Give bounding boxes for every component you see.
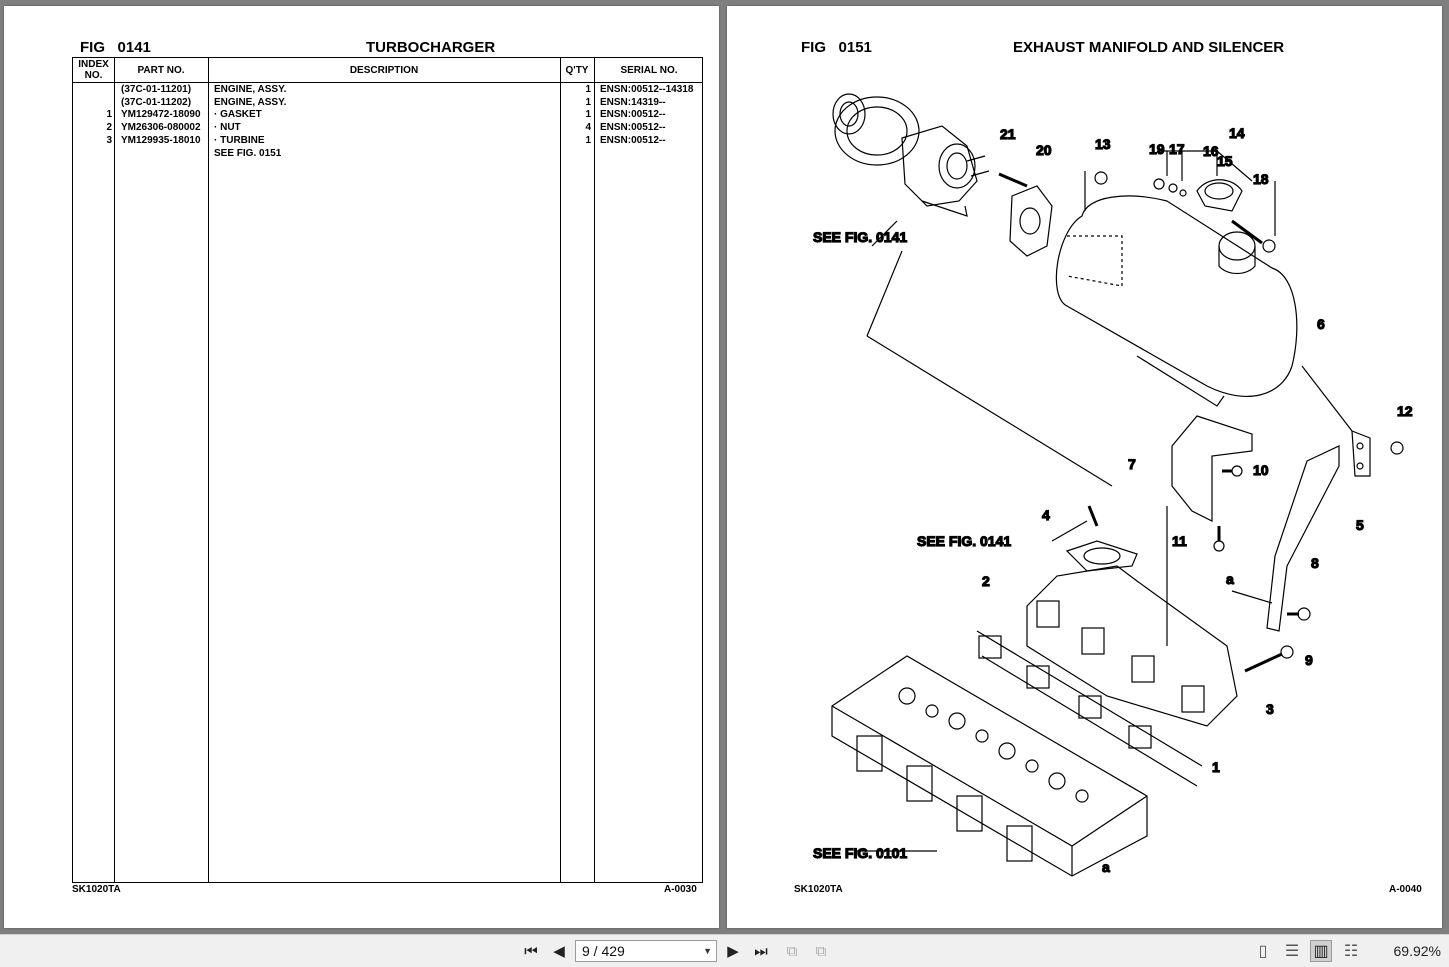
footer-model: SK1020TA [72, 884, 121, 895]
parts-table: INDEX NO. PART NO. DESCRIPTION Q'TY SERI… [72, 57, 703, 883]
footer-page-code: A-0040 [1389, 884, 1422, 895]
callout: 11 [1172, 533, 1187, 549]
callout: 18 [1253, 171, 1269, 187]
exhaust-manifold-drawing [1026, 540, 1238, 727]
table-row: 3 YM129935-18010 · TURBINE 1 ENSN:00512-… [106, 135, 666, 146]
page-number-select[interactable]: 9 / 429 ▼ [575, 940, 717, 962]
last-page-icon[interactable]: ⏭ [754, 942, 768, 960]
first-page-icon[interactable]: ⏮ [524, 942, 538, 960]
header-part-no: PART NO. [137, 65, 185, 76]
prev-page-icon[interactable]: ◀ [553, 943, 565, 960]
silencer-drawing [1055, 195, 1298, 407]
two-page-icon[interactable]: ▥ [1310, 940, 1332, 962]
fig-number: 0151 [838, 39, 872, 56]
header-serial-no: SERIAL NO. [620, 65, 678, 76]
header-index: INDEX NO. [78, 59, 109, 81]
table-row: 1 YM129472-18090 · GASKET 1 ENSN:00512-- [106, 109, 666, 120]
callout: a [1102, 859, 1110, 875]
callout: 20 [1036, 142, 1052, 158]
callout: 1 [1212, 759, 1220, 775]
see-fig-ref: SEE FIG. 0141 [813, 229, 907, 245]
page-title: TURBOCHARGER [366, 39, 496, 56]
callout: 16 [1203, 143, 1219, 159]
gasket-20 [1009, 185, 1053, 257]
fig-label: FIG 0141 [80, 39, 151, 56]
chevron-down-icon: ▼ [703, 946, 712, 956]
callout: 10 [1253, 462, 1269, 478]
table-row: 2 YM26306-080002 · NUT 4 ENSN:00512-- [106, 122, 666, 133]
table-row: (37C-01-11202) ENGINE, ASSY. 1 ENSN:1431… [121, 97, 666, 108]
fig-number: 0141 [117, 39, 151, 56]
left-page: FIG 0141 TURBOCHARGER INDEX NO. PART NO.… [4, 6, 719, 928]
footer-page-code: A-0030 [664, 884, 697, 895]
callout: 7 [1128, 456, 1136, 472]
callout: 13 [1095, 136, 1111, 152]
viewer-toolbar: ⏮ ◀ 9 / 429 ▼ ▶ ⏭ ⧉ ⧉ ▯ ☰ ▥ ☷ 69.92% [0, 934, 1449, 967]
callout: 2 [982, 573, 990, 589]
callout: 3 [1266, 701, 1274, 717]
callout: 5 [1356, 517, 1364, 533]
callout: 14 [1229, 125, 1245, 141]
header-qty: Q'TY [565, 65, 589, 76]
single-page-icon[interactable]: ▯ [1258, 943, 1268, 960]
footer-model: SK1020TA [794, 884, 843, 895]
right-page: FIG 0151 EXHAUST MANIFOLD AND SILENCER [727, 6, 1442, 928]
page-indicator: 9 / 429 [582, 943, 625, 959]
callout: 21 [1000, 126, 1016, 142]
callout: 8 [1311, 555, 1319, 571]
table-row: (37C-01-11201) ENGINE, ASSY. 1 ENSN:0051… [121, 84, 694, 95]
zoom-level[interactable]: 69.92% [1393, 943, 1441, 959]
turbocharger-drawing [832, 93, 990, 217]
book-icon[interactable]: ☷ [1343, 943, 1359, 960]
callout: 15 [1217, 153, 1233, 169]
continuous-icon[interactable]: ☰ [1284, 943, 1300, 960]
next-page-icon[interactable]: ▶ [727, 943, 739, 960]
fig-label: FIG 0151 [801, 39, 872, 56]
page-title: EXHAUST MANIFOLD AND SILENCER [1013, 39, 1285, 56]
callout: 12 [1397, 403, 1413, 419]
callout: a [1226, 571, 1234, 587]
callout: 19 [1149, 141, 1165, 157]
exploded-parts-diagram: SEE FIG. 0141 SEE FIG. 0141 SEE FIG. 010… [812, 93, 1413, 877]
see-fig-ref: SEE FIG. 0141 [917, 533, 1011, 549]
callout: 9 [1305, 652, 1313, 668]
fit-icon[interactable]: ⧉ [815, 942, 827, 960]
callout: 6 [1317, 316, 1325, 332]
rotate-icon[interactable]: ⧉ [786, 942, 798, 960]
see-fig-ref: SEE FIG. 0101 [813, 845, 907, 861]
callout: 17 [1169, 141, 1185, 157]
table-row: SEE FIG. 0151 [214, 148, 282, 159]
header-description: DESCRIPTION [349, 65, 419, 76]
cylinder-head-drawing [831, 655, 1148, 877]
callout: 4 [1042, 507, 1050, 523]
